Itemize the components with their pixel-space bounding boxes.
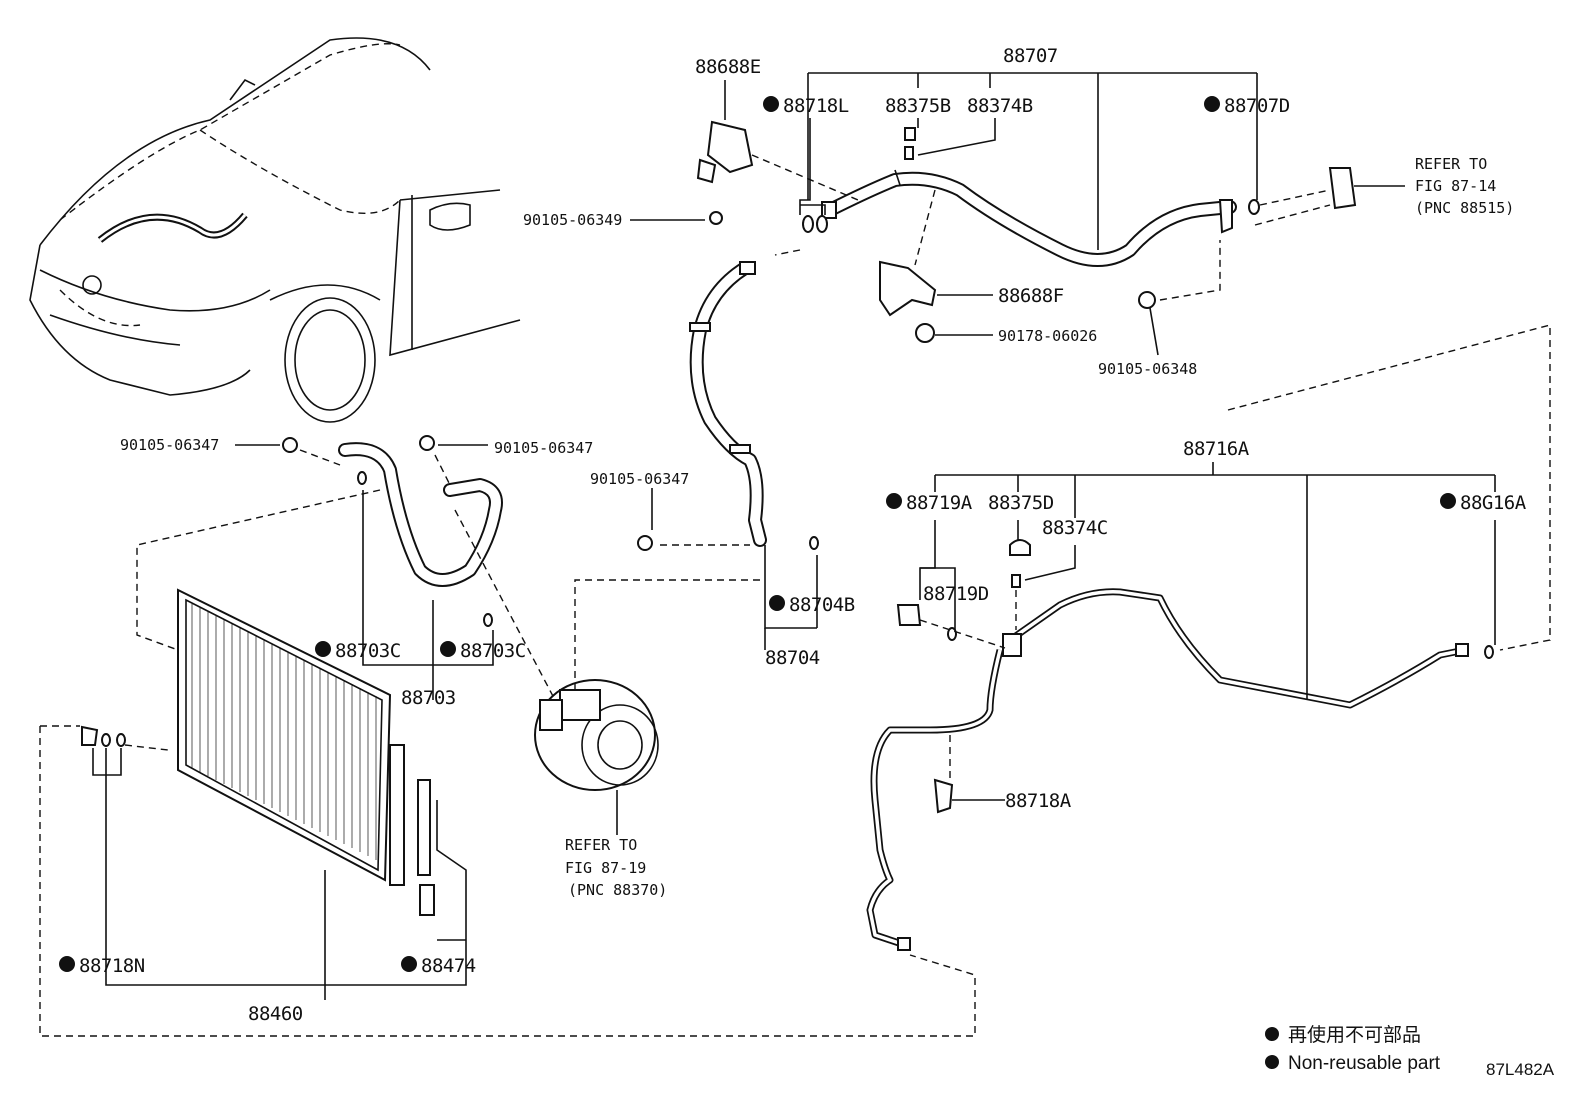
label-90105-06349: 90105-06349: [523, 211, 622, 229]
label-88707D: 88707D: [1224, 95, 1290, 117]
label-88375B: 88375B: [885, 95, 951, 117]
refer-fig-87-14-line2: FIG 87-14: [1415, 177, 1496, 195]
suction-hose-88707: [821, 169, 1237, 267]
label-88704B: 88704B: [789, 594, 855, 616]
non-reusable-dot: [769, 595, 785, 611]
non-reusable-dot: [315, 641, 331, 657]
label-88718L: 88718L: [783, 95, 849, 117]
non-reusable-dot: [1204, 96, 1220, 112]
liquid-pipe-88716A: [866, 588, 1469, 951]
label-88719D: 88719D: [923, 583, 989, 605]
label-88688E: 88688E: [695, 56, 761, 78]
label-88474: 88474: [421, 955, 476, 977]
label-88688F: 88688F: [998, 285, 1064, 307]
label-88716A: 88716A: [1183, 438, 1250, 460]
label-90105-06347-left: 90105-06347: [120, 436, 219, 454]
part-labels: 88707 88688E 88718L 88375B 88374B 88707D…: [59, 45, 1527, 1025]
label-88375D: 88375D: [988, 492, 1054, 514]
label-88374C: 88374C: [1042, 517, 1108, 539]
legend-dot: [1265, 1027, 1279, 1041]
label-90178-06026: 90178-06026: [998, 327, 1097, 345]
non-reusable-dot: [440, 641, 456, 657]
non-reusable-dot: [59, 956, 75, 972]
vehicle-illustration: [29, 37, 521, 423]
discharge-hose-88704: [689, 261, 767, 547]
label-88703C-left: 88703C: [335, 640, 401, 662]
compressor: [534, 679, 659, 791]
non-reusable-dot: [763, 96, 779, 112]
non-reusable-dot: [401, 956, 417, 972]
legend-item-jp: 再使用不可部品: [1288, 1024, 1421, 1046]
label-90105-06347-right: 90105-06347: [494, 439, 593, 457]
label-88G16A: 88G16A: [1460, 492, 1527, 514]
legend-dot: [1265, 1055, 1279, 1069]
refer-fig-87-14-line1: REFER TO: [1415, 155, 1487, 173]
small-parts: [81, 120, 1494, 814]
diagram-code: 87L482A: [1486, 1060, 1555, 1079]
label-88719A: 88719A: [906, 492, 973, 514]
label-88718A: 88718A: [1005, 790, 1072, 812]
dashed-connectors: [39, 154, 1551, 1037]
legend: 再使用不可部品 Non-reusable part 87L482A: [1265, 1024, 1555, 1079]
condenser-88460: [177, 588, 435, 916]
label-90105-06348: 90105-06348: [1098, 360, 1197, 378]
legend-item-en: Non-reusable part: [1288, 1053, 1441, 1074]
hose-88703: [338, 442, 503, 587]
refer-fig-87-19-line1: REFER TO: [565, 836, 637, 854]
label-88707: 88707: [1003, 45, 1058, 67]
refer-fig-87-19-line2: FIG 87-19: [565, 859, 646, 877]
label-88374B: 88374B: [967, 95, 1033, 117]
label-88460: 88460: [248, 1003, 303, 1025]
non-reusable-dot: [886, 493, 902, 509]
label-88703: 88703: [401, 687, 456, 709]
label-88703C-right: 88703C: [460, 640, 526, 662]
refer-fig-87-14-line3: (PNC 88515): [1415, 199, 1514, 217]
leader-lines: [92, 72, 1496, 1000]
label-90105-06347-mid: 90105-06347: [590, 470, 689, 488]
label-88704: 88704: [765, 647, 820, 669]
label-88718N: 88718N: [79, 955, 145, 977]
non-reusable-dot: [1440, 493, 1456, 509]
refer-fig-87-19-line3: (PNC 88370): [568, 881, 667, 899]
